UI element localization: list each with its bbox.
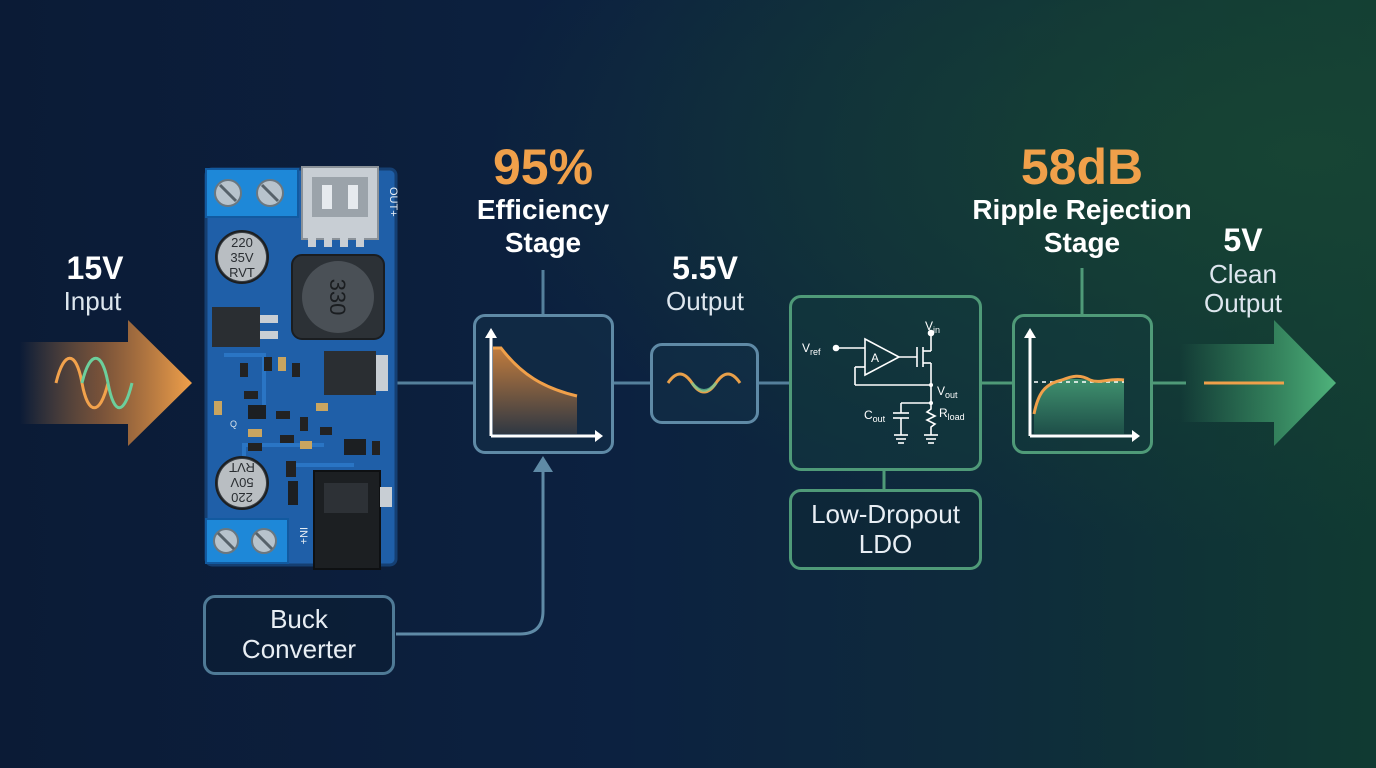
input-arrow [20,320,192,446]
ldo-schematic-box [789,295,982,471]
efficiency-curve [493,346,578,398]
pcb-in-silk: IN+ [297,527,309,544]
ripple-label-line1: Ripple Rejection [972,194,1192,225]
ldo-label-box: Low-Dropout LDO [789,489,982,570]
final-output-voltage: 5V [1223,222,1263,258]
ripple-response-plot [1024,328,1140,442]
svg-text:Vout: Vout [937,384,958,400]
final-output-label-line2: Output [1203,288,1283,318]
buck-label-line1: Buck [270,604,328,635]
svg-text:50V: 50V [230,475,253,490]
svg-text:220: 220 [231,490,253,505]
input-sine-green [80,357,134,409]
input-voltage: 15V [66,250,124,286]
mid-output-voltage: 5.5V [672,250,738,286]
svg-text:Rload: Rload [939,406,965,422]
svg-text:35V: 35V [230,250,253,265]
svg-text:Cout: Cout [864,408,886,424]
buck-label-line2: Converter [241,634,357,664]
svg-text:Vref: Vref [802,341,821,357]
svg-text:Vin: Vin [925,319,940,335]
mid-output-label: Output [665,286,745,316]
ldo-label-line2: LDO [858,528,913,559]
ldo-schematic: Vref Vin Vout Cout Rload A [802,319,965,444]
efficiency-curve-plot [485,328,603,442]
ldo-label-line1: Low-Dropout [811,498,960,529]
efficiency-label-line1: Efficiency [476,194,610,225]
svg-text:RVT: RVT [229,460,255,475]
final-output-label-line1: Clean [1209,259,1277,289]
ripple-label-line2: Stage [1043,227,1121,258]
input-label: Input [63,286,122,316]
efficiency-label-line2: Stage [504,227,582,258]
mid-output-waveform [666,372,742,394]
svg-text:A: A [871,351,879,365]
ripple-curve [1032,374,1125,415]
mid-output-box [650,343,759,424]
svg-text:RVT: RVT [229,265,255,280]
ripple-value: 58dB [1020,139,1144,195]
efficiency-value: 95% [492,139,594,195]
buck-converter-label-box: Buck Converter [203,595,395,675]
svg-text:330: 330 [325,279,350,316]
buck-converter-pcb: OUT+ 220 35V RVT 330 Q 220 50V RVT [204,166,399,570]
pcb-out-silk: OUT+ [387,187,399,217]
output-arrow [1180,320,1336,446]
pcb-tiny-silk: Q [230,419,237,429]
svg-text:220: 220 [231,235,253,250]
